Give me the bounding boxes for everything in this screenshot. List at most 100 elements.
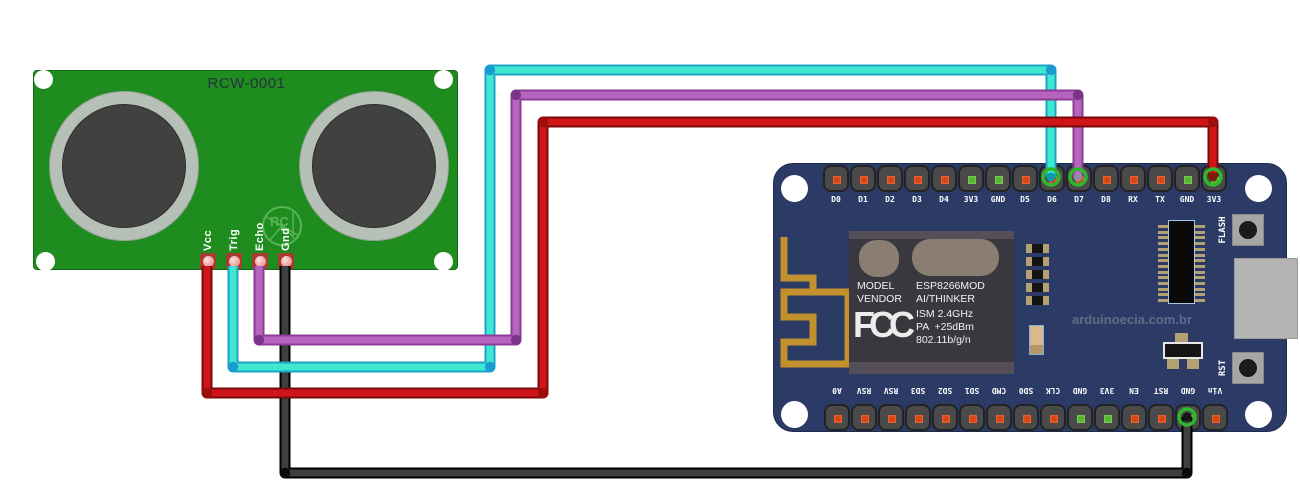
rst-button-cap (1239, 359, 1257, 377)
chip-pin-left-3 (1158, 242, 1169, 246)
chip-pin-left-12 (1158, 293, 1169, 297)
sensor-pad-gnd[interactable] (278, 253, 294, 269)
flash-button-cap (1239, 221, 1257, 239)
pad-a0-0[interactable] (824, 404, 850, 431)
pad-d1-1[interactable] (850, 165, 876, 192)
smd-resistor-2 (1026, 270, 1049, 279)
trig-wire-bend-2 (484, 64, 496, 76)
pad-rst-12[interactable] (1148, 404, 1174, 431)
pad-gnd-9[interactable] (1067, 404, 1093, 431)
chip-pin-right-13 (1194, 299, 1205, 303)
pad-en-11[interactable] (1121, 404, 1147, 431)
chip-pin-right-8 (1194, 270, 1205, 274)
chip-pin-right-5 (1194, 253, 1205, 257)
pad-contact (969, 414, 977, 423)
connection-ring-d7[interactable] (1068, 167, 1088, 187)
right-transducer-inner (312, 104, 436, 228)
pad-contact (996, 414, 1004, 423)
connection-ring-d6[interactable] (1041, 167, 1061, 187)
pad-sd0-7[interactable] (1013, 404, 1039, 431)
pad-contact (1023, 414, 1031, 423)
sensor-pad-vcc[interactable] (200, 253, 216, 269)
pin-label-d8-10: D8 (1101, 195, 1111, 204)
chip-pin-right-3 (1194, 242, 1205, 246)
sensor-title: RCW-0001 (207, 75, 286, 92)
pad-3v3-10[interactable] (1094, 404, 1120, 431)
watermark-text: arduinoecia.com.br (1072, 312, 1192, 327)
vcc-wire-outline[interactable] (201, 116, 1219, 399)
echo-wire-bend-3 (1072, 89, 1084, 101)
module-line-aithinker: AI/THINKER (916, 293, 975, 305)
chip-pin-left-7 (1158, 264, 1169, 268)
echo-wire-outline[interactable] (253, 89, 1084, 346)
trig-wire-outline[interactable] (227, 64, 1057, 373)
chip-pin-left-11 (1158, 287, 1169, 291)
switch-leg-right (1187, 359, 1199, 369)
pad-contact (1131, 414, 1139, 423)
module-top-strip (849, 231, 1014, 239)
pad-contact (915, 414, 923, 423)
vcc-wire-bend-0 (201, 387, 213, 399)
sensor-pad-trig[interactable] (226, 253, 242, 269)
pad-rx-11[interactable] (1120, 165, 1146, 192)
pcb-antenna (780, 237, 852, 368)
connection-ring-gnd[interactable] (1177, 407, 1197, 427)
pad-contact (941, 175, 949, 184)
connection-dot-gnd (1182, 412, 1192, 422)
pad-contact (861, 414, 869, 423)
chip-pin-left-4 (1158, 247, 1169, 251)
trig-wire[interactable] (229, 66, 1055, 371)
pad-sd1-5[interactable] (959, 404, 985, 431)
vcc-wire-bend-2 (537, 116, 549, 128)
pad-3v3-5[interactable] (958, 165, 984, 192)
pad-contact (968, 175, 976, 184)
usb-uart-chip (1168, 220, 1195, 304)
pad-sd3-3[interactable] (905, 404, 931, 431)
chip-pin-right-12 (1194, 293, 1205, 297)
pin-label-d4-4: D4 (939, 195, 949, 204)
pad-rsv-1[interactable] (851, 404, 877, 431)
pad-contact (860, 175, 868, 184)
chip-pin-right-1 (1194, 230, 1205, 234)
pad-d2-2[interactable] (877, 165, 903, 192)
pin-label-d1-1: D1 (858, 195, 868, 204)
pad-gnd-13[interactable] (1174, 165, 1200, 192)
echo-wire-bend-1 (510, 334, 522, 346)
pad-rsv-2[interactable] (878, 404, 904, 431)
pad-contact (1022, 175, 1030, 184)
echo-wire[interactable] (255, 91, 1082, 344)
trig-wire-bend-3 (1045, 64, 1057, 76)
chip-pin-left-1 (1158, 230, 1169, 234)
pad-d0-0[interactable] (823, 165, 849, 192)
nodemcu-esp8266-board[interactable]: MODEL VENDOR ESP8266MOD AI/THINKER ISM 2… (773, 163, 1298, 432)
sensor-mount-hole-tr (434, 70, 453, 89)
pad-contact (1158, 414, 1166, 423)
pad-contact (942, 414, 950, 423)
chip-pin-right-4 (1194, 247, 1205, 251)
pin-label-rx-11: RX (1128, 195, 1138, 204)
pad-vin-14[interactable] (1202, 404, 1228, 431)
pad-tx-12[interactable] (1147, 165, 1173, 192)
chip-pin-right-10 (1194, 282, 1205, 285)
sensor-pad-echo[interactable] (252, 253, 268, 269)
trig-wire-bend-1 (484, 361, 496, 373)
pad-clk-8[interactable] (1040, 404, 1066, 431)
module-bottom-strip (849, 362, 1014, 374)
pad-sd2-4[interactable] (932, 404, 958, 431)
module-vendor-label: VENDOR (857, 293, 902, 305)
chip-pin-right-9 (1194, 276, 1205, 280)
pad-d5-7[interactable] (1012, 165, 1038, 192)
pad-d3-3[interactable] (904, 165, 930, 192)
vcc-wire[interactable] (203, 118, 1217, 397)
sensor-pad-hole-trig (228, 255, 240, 267)
pad-cmd-6[interactable] (986, 404, 1012, 431)
smd-capacitor (1029, 325, 1044, 355)
pad-gnd-6[interactable] (985, 165, 1011, 192)
sensor-pad-hole-echo (254, 255, 266, 267)
connection-ring-3v3[interactable] (1203, 167, 1223, 187)
pad-d4-4[interactable] (931, 165, 957, 192)
pin-label-gnd-6: GND (990, 195, 1006, 204)
pad-d8-10[interactable] (1093, 165, 1119, 192)
